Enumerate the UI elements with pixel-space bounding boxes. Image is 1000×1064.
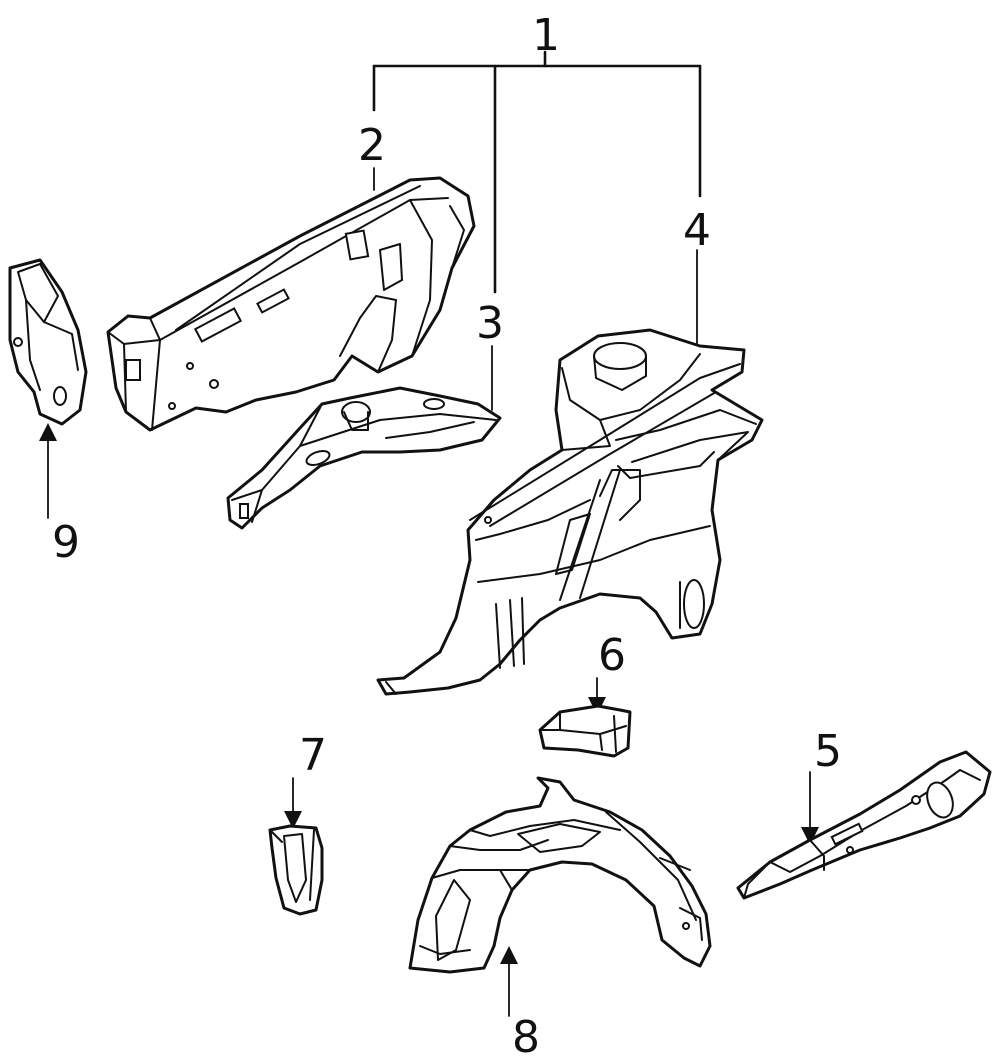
- part-5-rail-extension: [736, 750, 992, 900]
- part-2-frame-rail: [106, 176, 476, 432]
- part-4-apron-assembly: [376, 328, 764, 696]
- callout-8: 8: [512, 1012, 540, 1063]
- callout-7: 7: [299, 730, 327, 781]
- callout-4: 4: [683, 205, 711, 256]
- callout-6: 6: [598, 630, 626, 681]
- callout-5: 5: [814, 726, 842, 777]
- callout-9: 9: [52, 517, 80, 568]
- leader-1-bracket: [372, 50, 702, 294]
- part-7-bracket: [268, 824, 324, 916]
- part-8-wheelhouse: [408, 776, 712, 974]
- part-9-bracket: [8, 258, 88, 426]
- part-6-bracket: [538, 704, 632, 758]
- callout-2: 2: [358, 120, 386, 171]
- callout-3: 3: [476, 298, 504, 349]
- part-3-lower-rail: [226, 386, 502, 530]
